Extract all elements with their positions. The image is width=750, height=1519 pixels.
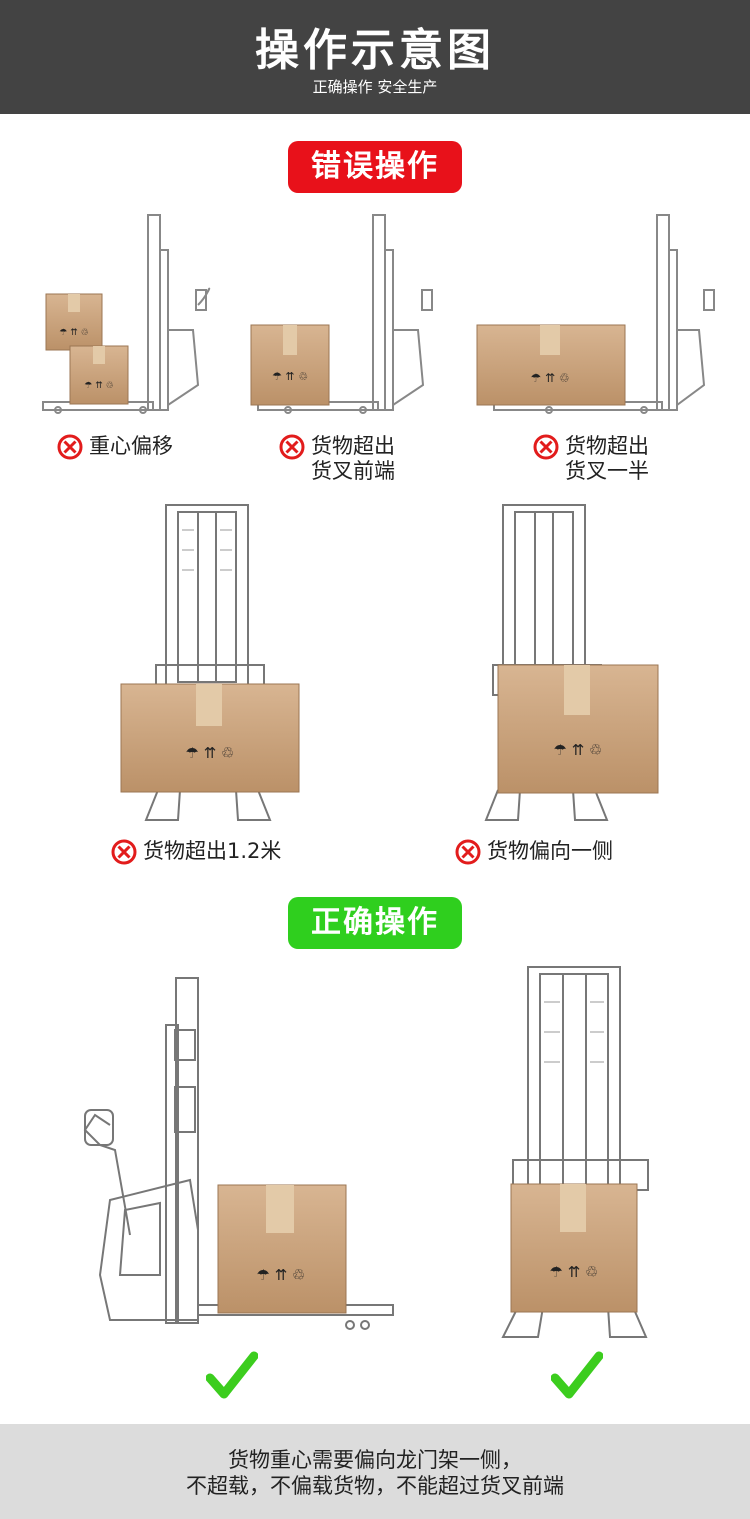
svg-text:☂ ⇈ ♲: ☂ ⇈ ♲ [530,371,569,385]
checkmark-icon [551,1351,603,1399]
front-view-mast-correct-icon: ☂ ⇈ ♲ [501,966,649,1338]
caption-line: 货物超出1.2米 [143,839,282,863]
svg-text:☂ ⇈ ♲: ☂ ⇈ ♲ [257,1266,306,1284]
page-title: 操作示意图 [255,25,495,76]
caption-line: 货物超出 [311,434,395,458]
correct-operation-badge: 正确操作 [288,897,462,949]
svg-text:☂ ⇈ ♲: ☂ ⇈ ♲ [550,1263,599,1281]
svg-text:☂ ⇈ ♲: ☂ ⇈ ♲ [186,744,235,762]
header-banner: 操作示意图 正确操作 安全生产 [0,0,750,114]
front-view-mast-offset-box-icon: ☂ ⇈ ♲ [484,504,659,821]
svg-text:☂ ⇈ ♲: ☂ ⇈ ♲ [554,741,603,759]
caption-line: 货物超出 [565,434,649,458]
footer-line-1: 货物重心需要偏向龙门架一侧， [228,1448,522,1472]
prohibited-icon [111,839,137,865]
footer-note: 货物重心需要偏向龙门架一侧， 不超载，不偏载货物，不能超过货叉前端 [0,1424,750,1519]
caption-line: 货物偏向一侧 [487,839,613,863]
svg-text:☂ ⇈ ♲: ☂ ⇈ ♲ [84,381,113,391]
caption-line: 货叉一半 [565,459,649,483]
prohibited-icon [533,434,559,460]
front-view-mast-oversize-box-icon: ☂ ⇈ ♲ [120,504,300,821]
checkmark-icon [206,1351,258,1399]
prohibited-icon [57,434,83,460]
wrong-operation-badge: 错误操作 [288,141,462,193]
prohibited-icon [279,434,305,460]
svg-text:☂ ⇈ ♲: ☂ ⇈ ♲ [59,328,88,338]
side-view-forklift-wide-box-icon: ☂ ⇈ ♲ [476,214,715,414]
caption-line: 重心偏移 [89,434,173,458]
side-view-forklift-correct-icon: ☂ ⇈ ♲ [83,977,394,1330]
footer-line-2: 不超载，不偏载货物，不能超过货叉前端 [186,1474,564,1498]
prohibited-icon [455,839,481,865]
side-view-forklift-offset-icon: ☂ ⇈ ♲ ☂ ⇈ ♲ [42,214,211,414]
svg-text:☂ ⇈ ♲: ☂ ⇈ ♲ [272,370,308,383]
side-view-forklift-box-overhang-icon: ☂ ⇈ ♲ [250,214,433,414]
page-subtitle: 正确操作 安全生产 [312,78,438,96]
caption-line: 货叉前端 [311,459,395,483]
